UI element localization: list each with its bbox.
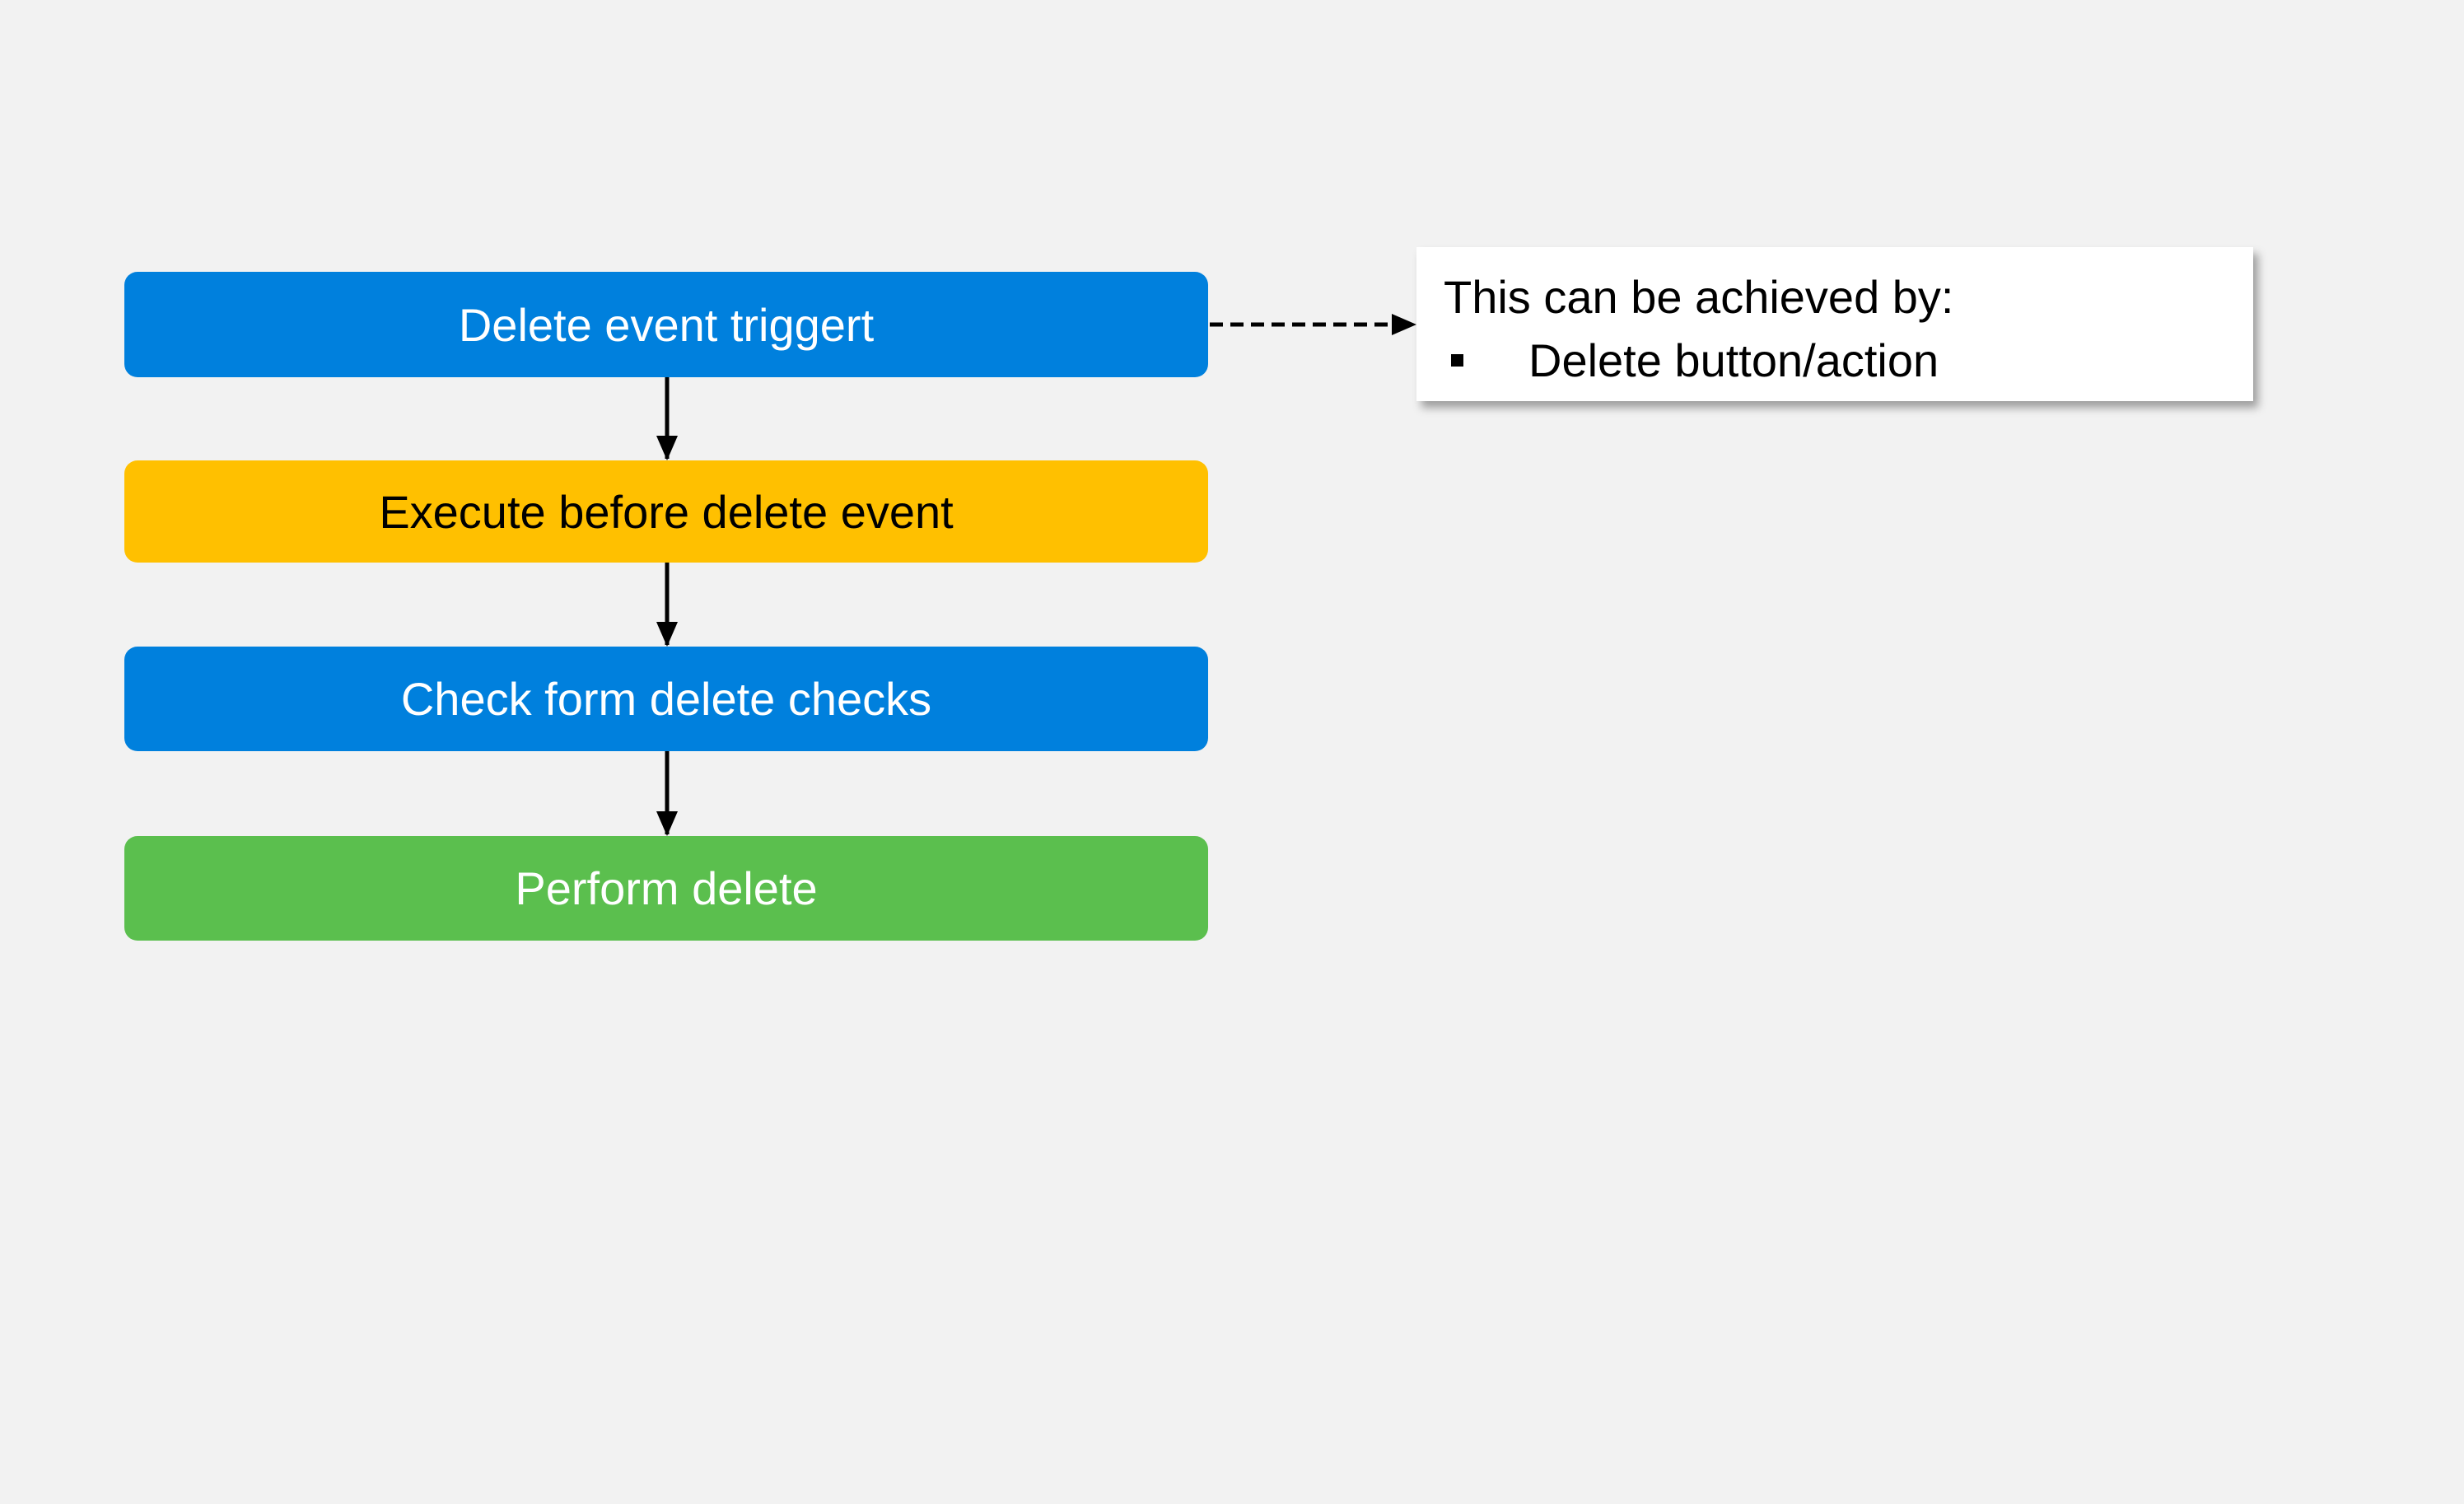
step-label: Check form delete checks [400,673,932,725]
step-execute-before-delete-event: Execute before delete event [124,460,1208,563]
note-title: This can be achieved by: [1444,271,1954,323]
square-bullet-icon [1451,354,1463,367]
step-check-form-delete-checks: Check form delete checks [124,647,1208,751]
note-list: Delete button/action [1444,329,2227,392]
step-label: Delete event triggert [458,298,875,351]
step-perform-delete: Perform delete [124,836,1208,941]
note-list-item: Delete button/action [1444,329,2227,392]
note-item-label: Delete button/action [1528,334,1939,386]
callout-note: This can be achieved by: Delete button/a… [1416,247,2253,401]
step-label: Execute before delete event [379,485,954,538]
step-label: Perform delete [515,862,818,914]
step-delete-event-triggered: Delete event triggert [124,272,1208,377]
